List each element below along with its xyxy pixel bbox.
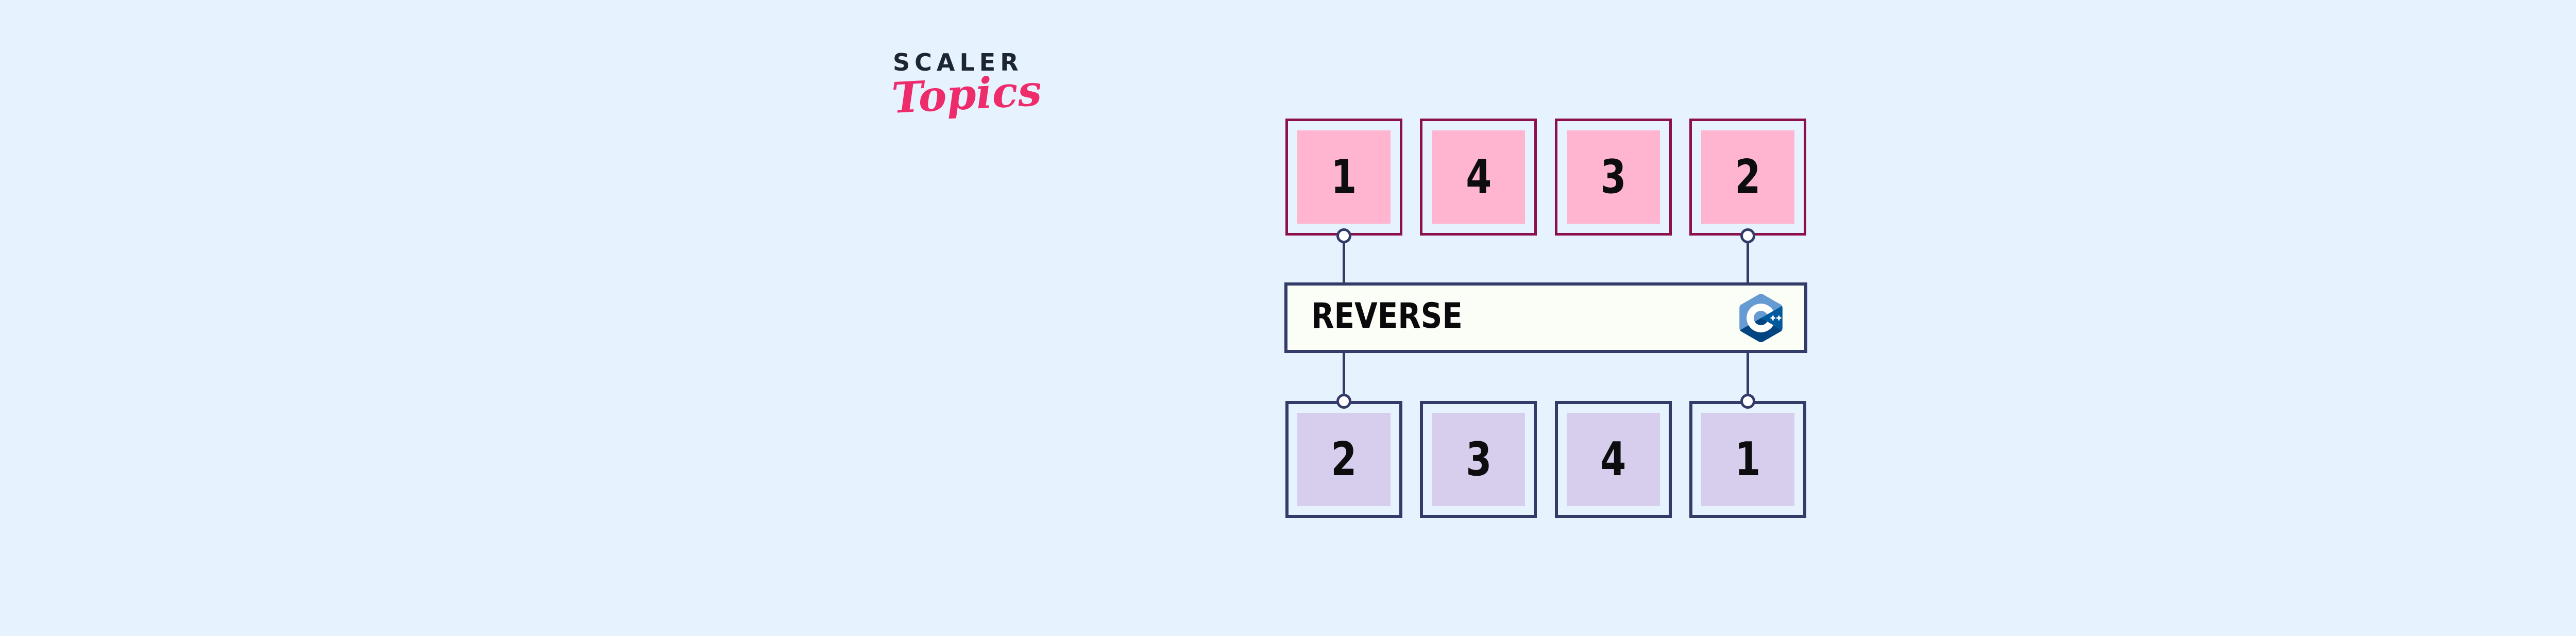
output-array-row: 2 3 4 1 xyxy=(1285,401,1806,518)
array-cell: 1 xyxy=(1285,119,1402,236)
array-cell-value: 2 xyxy=(1735,149,1761,204)
array-cell-fill: 2 xyxy=(1701,130,1794,224)
connector-line xyxy=(1343,236,1345,283)
array-cell-value: 3 xyxy=(1600,149,1626,204)
array-cell: 2 xyxy=(1285,401,1402,518)
array-cell-fill: 4 xyxy=(1566,413,1660,506)
connector-dot xyxy=(1336,394,1351,409)
array-cell-fill: 1 xyxy=(1701,413,1794,506)
scaler-topics-logo: SCALER Topics xyxy=(890,48,1047,123)
array-cell-value: 4 xyxy=(1600,432,1626,487)
connector-dot xyxy=(1740,394,1755,409)
reverse-operation-box: REVERSE xyxy=(1284,282,1807,353)
array-cell-value: 1 xyxy=(1331,149,1357,204)
connector-line xyxy=(1747,236,1749,283)
array-cell-fill: 3 xyxy=(1432,413,1526,506)
array-reverse-diagram: 1 4 3 2 REVERSE 2 3 4 1 xyxy=(1284,118,1807,520)
array-cell-value: 2 xyxy=(1331,432,1357,487)
array-cell: 3 xyxy=(1420,401,1537,518)
array-cell-value: 3 xyxy=(1465,432,1492,487)
cpp-logo-icon xyxy=(1739,293,1783,342)
array-cell: 1 xyxy=(1689,401,1806,518)
array-cell: 2 xyxy=(1689,119,1806,236)
array-cell-fill: 2 xyxy=(1297,413,1391,506)
array-cell: 4 xyxy=(1420,119,1537,236)
input-array-row: 1 4 3 2 xyxy=(1285,119,1806,236)
connector-dot xyxy=(1336,228,1351,243)
connector-line xyxy=(1343,353,1345,401)
connector-line xyxy=(1747,353,1749,401)
logo-brand-text: SCALER xyxy=(893,48,1023,76)
array-cell: 3 xyxy=(1554,119,1672,236)
array-cell-fill: 1 xyxy=(1297,130,1391,224)
connector-dot xyxy=(1740,228,1755,243)
logo-sub-text: Topics xyxy=(890,65,1043,123)
array-cell-value: 1 xyxy=(1735,432,1761,487)
array-cell-value: 4 xyxy=(1465,149,1492,204)
array-cell-fill: 4 xyxy=(1432,130,1526,224)
array-cell-fill: 3 xyxy=(1566,130,1660,224)
reverse-label: REVERSE xyxy=(1311,295,1463,337)
array-cell: 4 xyxy=(1554,401,1672,518)
